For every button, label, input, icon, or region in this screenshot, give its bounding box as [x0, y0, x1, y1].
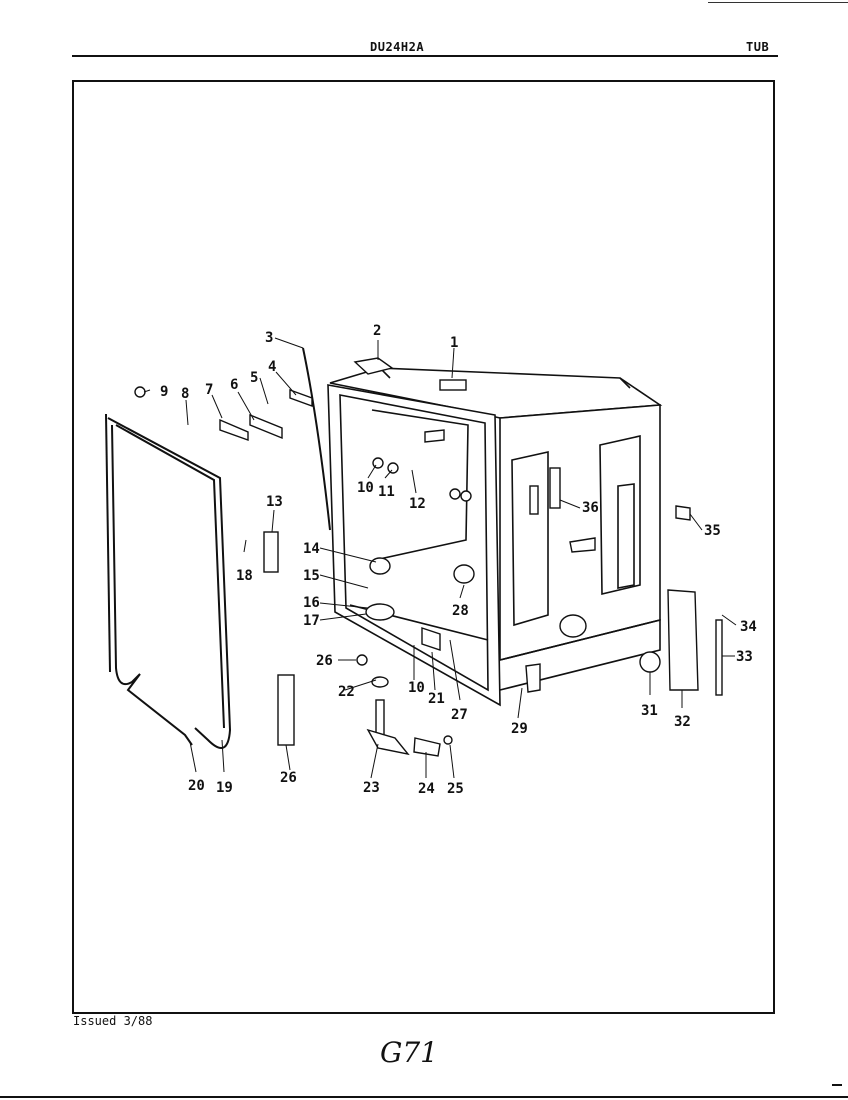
- callout-19: 19: [216, 780, 233, 796]
- callout-2: 2: [373, 323, 381, 339]
- callout-16: 16: [303, 595, 320, 611]
- callout-26-bottom: 26: [280, 770, 297, 786]
- diagram-frame: [72, 80, 775, 1014]
- callout-1: 1: [450, 335, 458, 351]
- tub-body: [327, 367, 663, 707]
- callout-32: 32: [674, 714, 691, 730]
- callout-23: 23: [363, 780, 380, 796]
- callout-20: 20: [188, 778, 205, 794]
- leader-lines: [143, 337, 737, 779]
- callout-10-lower: 10: [408, 680, 425, 696]
- callout-26-left: 26: [316, 653, 333, 669]
- callout-12: 12: [409, 496, 426, 512]
- callout-21: 21: [428, 691, 445, 707]
- callout-9: 9: [160, 384, 168, 400]
- top-edge-rule: [708, 2, 848, 3]
- hardware-parts: [134, 357, 723, 757]
- callout-14: 14: [303, 541, 320, 557]
- callout-25: 25: [447, 781, 464, 797]
- header-rule: [72, 55, 778, 57]
- callout-4: 4: [268, 359, 276, 375]
- callout-8: 8: [181, 386, 189, 402]
- callout-33: 33: [736, 649, 753, 665]
- edge-dash-mark: [832, 1084, 842, 1086]
- issued-date: Issued 3/88: [73, 1014, 153, 1028]
- callout-28: 28: [452, 603, 469, 619]
- callout-11: 11: [378, 484, 395, 500]
- callout-24: 24: [418, 781, 435, 797]
- callout-22: 22: [338, 684, 355, 700]
- callout-17: 17: [303, 613, 320, 629]
- callout-5: 5: [250, 370, 258, 386]
- callout-10-upper: 10: [357, 480, 374, 496]
- callout-27: 27: [451, 707, 468, 723]
- handwritten-code: G71: [380, 1036, 438, 1069]
- callout-7: 7: [205, 382, 213, 398]
- callout-15: 15: [303, 568, 320, 584]
- callout-13: 13: [266, 494, 283, 510]
- model-number: DU24H2A: [370, 40, 425, 54]
- callout-34: 34: [740, 619, 757, 635]
- callout-29: 29: [511, 721, 528, 737]
- callout-6: 6: [230, 377, 238, 393]
- callout-labels: 1 2 3 4 5 6 7 8 9 10 10 11 12 13 14 15 1…: [160, 323, 757, 797]
- callout-35: 35: [704, 523, 721, 539]
- callout-18: 18: [236, 568, 253, 584]
- vent-tube: [302, 347, 331, 531]
- callout-3: 3: [265, 330, 273, 346]
- section-title: TUB: [746, 40, 770, 54]
- door-gasket: [105, 413, 232, 749]
- callout-31: 31: [641, 703, 658, 719]
- bottom-edge-rule: [0, 1096, 848, 1098]
- callout-36: 36: [582, 500, 599, 516]
